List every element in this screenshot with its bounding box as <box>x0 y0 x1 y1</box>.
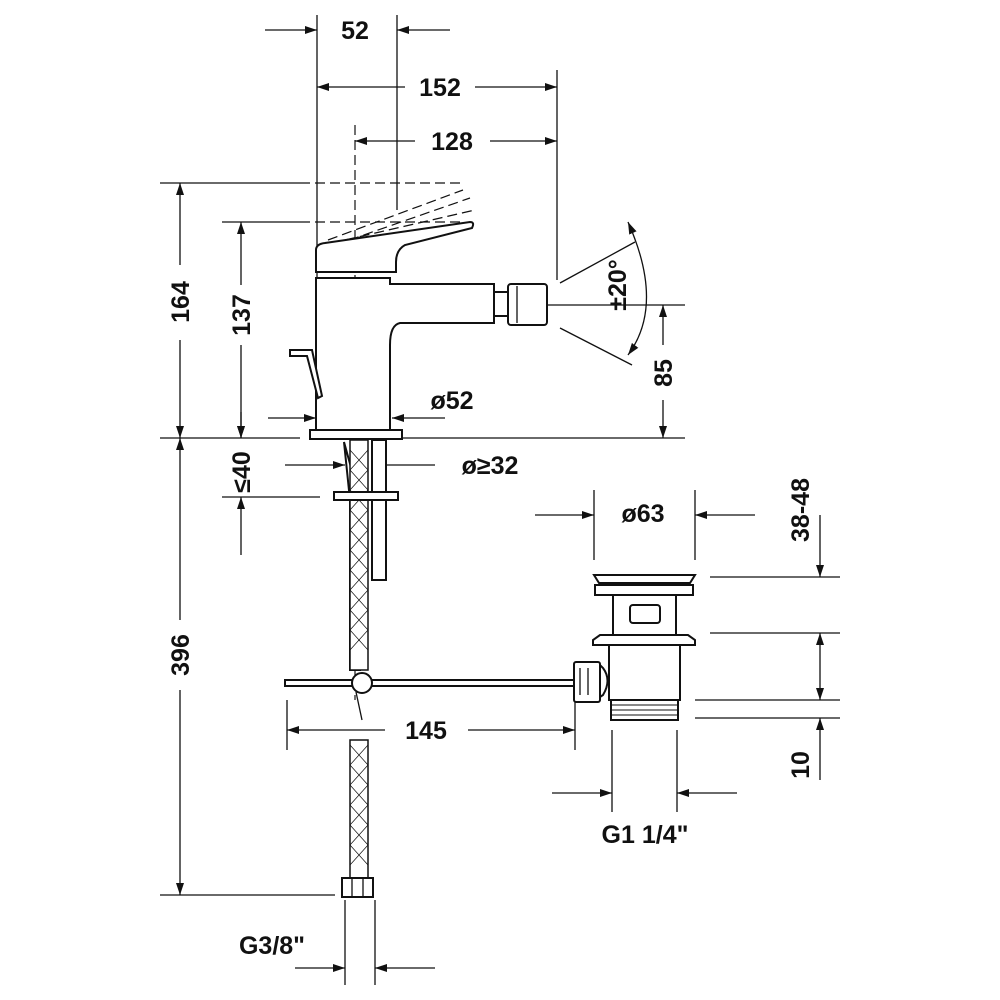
dimension-labels: 52 152 128 164 137 ø52 ≤40 ø≥32 ±20° 85 … <box>167 17 815 960</box>
mixer-faucet <box>289 189 548 440</box>
popup-lever <box>289 349 324 400</box>
lever-handle <box>315 220 475 273</box>
dim-85: 85 <box>650 359 678 387</box>
dim-137: 137 <box>228 294 256 336</box>
dim-diameter-52: ø52 <box>430 387 473 415</box>
hoses <box>284 439 576 898</box>
dim-hole-32: ø≥32 <box>462 452 519 480</box>
rod-knob <box>351 672 373 694</box>
dim-10: 10 <box>787 751 815 779</box>
dim-diameter-63: ø63 <box>621 500 664 528</box>
dim-145: 145 <box>405 717 447 745</box>
dim-164: 164 <box>167 281 195 323</box>
popup-rod <box>284 679 576 687</box>
faucet-body-spout <box>315 277 495 431</box>
hose-nut <box>341 877 374 898</box>
extension-lines <box>160 15 840 985</box>
dim-396: 396 <box>167 634 195 676</box>
dim-152: 152 <box>419 74 461 102</box>
fixing-nut <box>333 491 399 501</box>
nozzle-connector <box>493 291 509 317</box>
base-plate <box>309 429 403 440</box>
dim-max-40: ≤40 <box>228 451 256 493</box>
drain-cap <box>592 574 697 584</box>
dim-52: 52 <box>341 17 369 45</box>
dim-angle: ±20° <box>604 259 632 311</box>
rod-connector <box>573 661 601 703</box>
dim-128: 128 <box>431 128 473 156</box>
dim-g38: G3/8" <box>239 932 305 960</box>
dimension-arrows <box>176 26 824 972</box>
aerator <box>507 283 548 326</box>
dim-g114: G1 1/4" <box>602 821 689 849</box>
dim-38-48: 38-48 <box>787 478 815 542</box>
popup-waste <box>573 574 697 721</box>
